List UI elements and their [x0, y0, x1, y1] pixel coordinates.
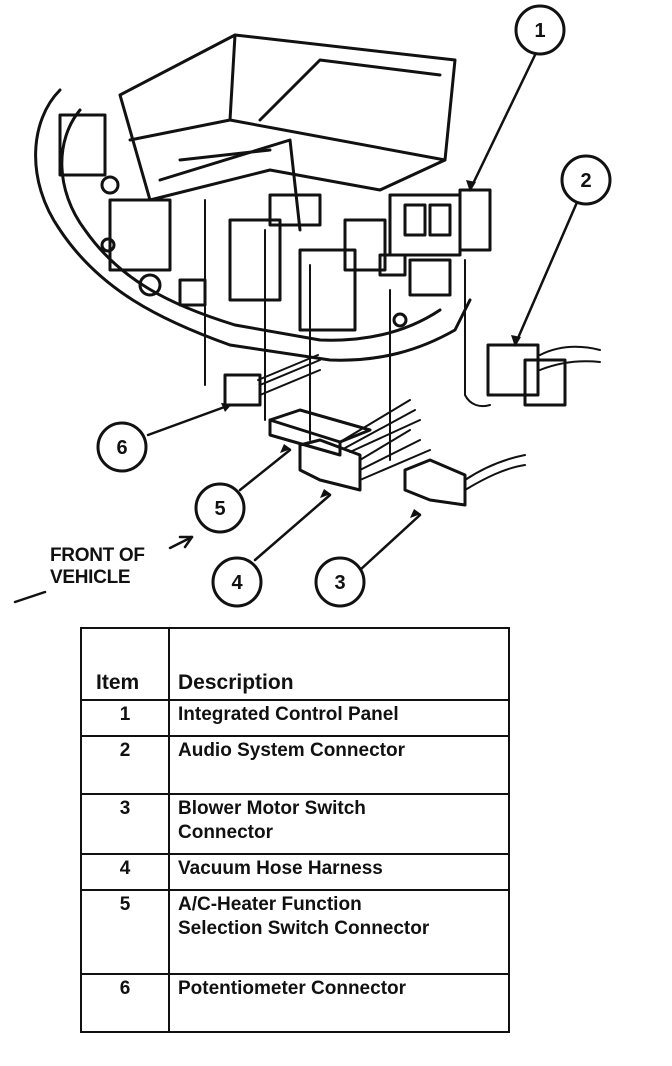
panel-shell-inner [60, 108, 442, 342]
front-of-vehicle-label: FRONT OF VEHICLE [50, 545, 145, 589]
housing-box [118, 33, 457, 202]
legend-description: Vacuum Hose Harness [168, 853, 510, 891]
legend-description: Audio System Connector [168, 735, 510, 795]
legend-description: Blower Motor Switch Connector [168, 793, 510, 855]
legend-row: 3 Blower Motor Switch Connector [80, 793, 510, 855]
leader-2 [513, 198, 580, 347]
legend-header-description: Description [168, 627, 510, 701]
callout-circle-5 [194, 482, 246, 534]
legend-description: Potentiometer Connector [168, 973, 510, 1033]
legend-header-item: Item [80, 627, 170, 701]
front-arrow [13, 590, 47, 604]
callout-circle-2 [560, 154, 612, 206]
legend-item: 2 [80, 735, 170, 795]
legend-row: 5 A/C-Heater Function Selection Switch C… [80, 889, 510, 975]
legend-row: 6 Potentiometer Connector [80, 973, 510, 1033]
legend-item: 3 [80, 793, 170, 855]
callout-label-1: 1 [534, 20, 545, 42]
callout-label-4: 4 [231, 572, 243, 594]
callout-group [96, 4, 612, 608]
leader-3 [358, 513, 422, 572]
legend-item: 6 [80, 973, 170, 1033]
legend-description: Integrated Control Panel [168, 699, 510, 737]
callout-label-2: 2 [580, 170, 591, 192]
legend-description: A/C-Heater Function Selection Switch Con… [168, 889, 510, 975]
callout-circle-6 [96, 421, 148, 473]
front-label-line2: VEHICLE [50, 567, 131, 588]
callout-label-5: 5 [214, 498, 225, 520]
leader-4 [253, 493, 332, 562]
leader-5 [238, 448, 292, 492]
legend-row: 2 Audio System Connector [80, 735, 510, 795]
legend-item: 5 [80, 889, 170, 975]
legend-row: 4 Vacuum Hose Harness [80, 853, 510, 891]
legend-item: 1 [80, 699, 170, 737]
panel-shell [34, 88, 472, 362]
callout-circle-3 [314, 556, 366, 608]
callout-label-3: 3 [334, 572, 345, 594]
front-label-line1: FRONT OF [50, 545, 145, 566]
callout-label-6: 6 [116, 437, 127, 459]
leader-6 [146, 403, 232, 437]
legend-item: 4 [80, 853, 170, 891]
callout-circle-1 [514, 4, 566, 56]
legend-table: Item Description 1 Integrated Control Pa… [80, 627, 510, 1033]
control-panel-diagram: 1 2 3 4 5 6 [13, 4, 612, 608]
callout-circle-4 [211, 556, 263, 608]
legend-row: 1 Integrated Control Panel [80, 699, 510, 737]
legend-header-row: Item Description [80, 627, 510, 701]
leader-1 [468, 53, 537, 192]
